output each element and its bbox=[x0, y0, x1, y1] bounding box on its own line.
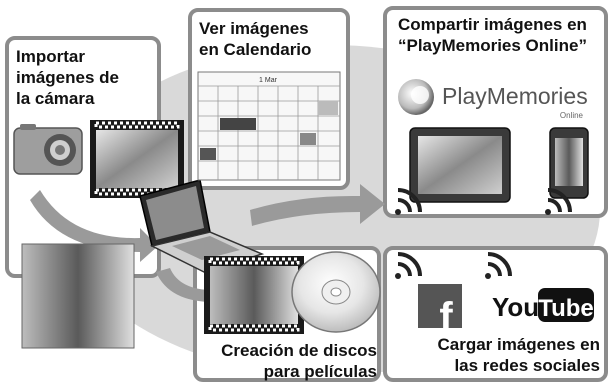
wifi-icon-phone bbox=[545, 188, 572, 215]
playmemories-logo-text: PlayMemories bbox=[442, 83, 588, 109]
import-title-line3: la cámara bbox=[16, 89, 95, 108]
playmemories-logo bbox=[398, 79, 434, 115]
youtube-logo bbox=[538, 288, 594, 322]
calendar-title-line1: Ver imágenes bbox=[199, 19, 309, 38]
discs-title: Creación de discos para películas bbox=[193, 340, 377, 382]
wifi-icon-social-left bbox=[395, 252, 422, 279]
facebook-logo bbox=[418, 284, 462, 328]
tablet-icon bbox=[409, 127, 511, 203]
laptop-icon bbox=[139, 179, 265, 273]
import-title: Importar imágenes de la cámara bbox=[16, 46, 119, 109]
social-title-line1: Cargar imágenes en bbox=[437, 335, 600, 354]
social-title-line2: las redes sociales bbox=[454, 356, 600, 375]
family-photo bbox=[21, 243, 135, 349]
youtube-logo-right: Tube bbox=[538, 295, 594, 322]
share-title-line1: Compartir imágenes en bbox=[398, 15, 587, 34]
share-title: Compartir imágenes en “PlayMemories Onli… bbox=[398, 14, 587, 56]
discs-title-line2: para películas bbox=[263, 362, 377, 381]
social-title: Cargar imágenes en las redes sociales bbox=[390, 334, 600, 376]
share-title-line2: “PlayMemories Online” bbox=[398, 36, 587, 55]
calendar-title-line2: en Calendario bbox=[199, 40, 312, 59]
calendar-grid bbox=[197, 71, 341, 181]
playmemories-logo-sub: Online bbox=[560, 111, 584, 120]
calendar-title: Ver imágenes en Calendario bbox=[199, 18, 311, 60]
import-title-line1: Importar bbox=[16, 47, 85, 66]
facebook-logo-text: f bbox=[439, 295, 453, 339]
smartphone-icon bbox=[549, 127, 589, 199]
calendar-month-label: 1 Mar bbox=[259, 77, 278, 84]
camera-icon bbox=[13, 124, 83, 175]
wifi-icon-social-right bbox=[485, 252, 512, 279]
disc-film-strip bbox=[204, 256, 304, 334]
film-strip-icon bbox=[90, 120, 184, 198]
wifi-icon-tablet bbox=[395, 188, 422, 215]
disc-icon bbox=[291, 251, 381, 333]
arrow-laptop-to-share bbox=[250, 184, 385, 226]
youtube-logo-left: You bbox=[492, 292, 539, 322]
discs-title-line1: Creación de discos bbox=[221, 341, 377, 360]
import-title-line2: imágenes de bbox=[16, 68, 119, 87]
